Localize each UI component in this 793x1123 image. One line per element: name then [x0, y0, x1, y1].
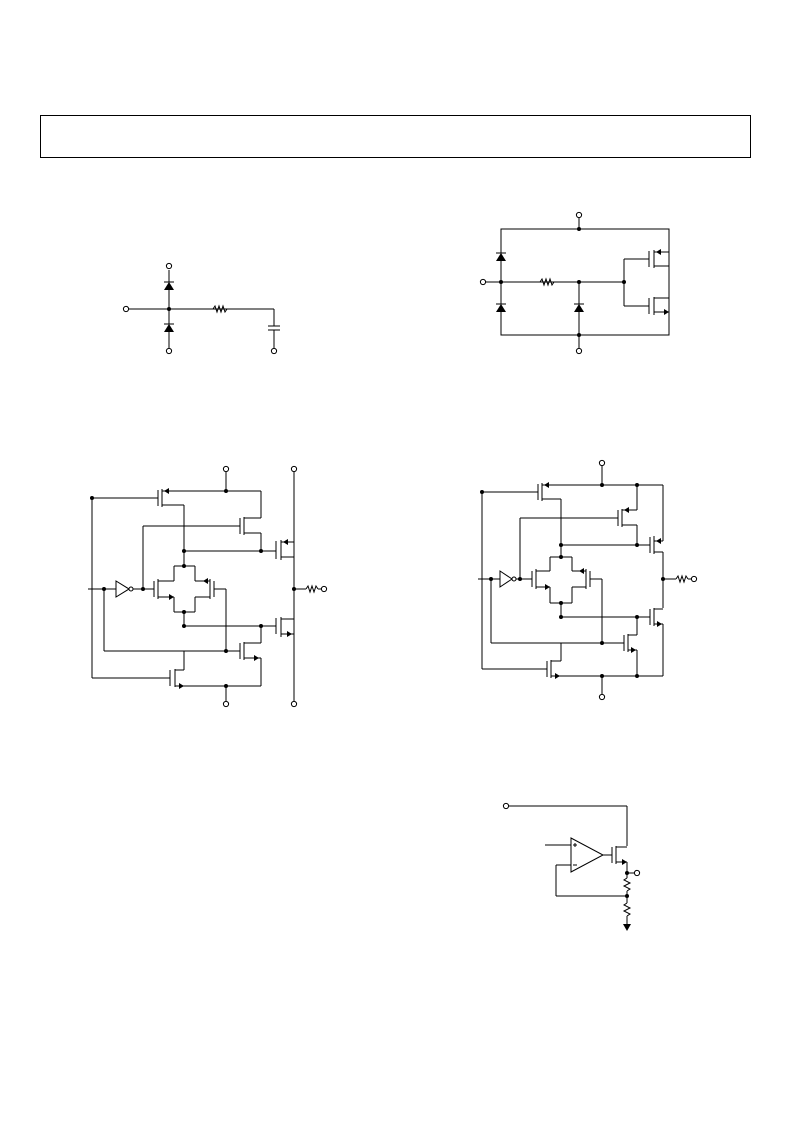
- output-protection-circuit: [480, 212, 669, 353]
- input-protection-circuit: [123, 263, 280, 353]
- buffer-circuit: [503, 803, 639, 931]
- output-stage-circuit-a: [88, 466, 327, 706]
- header-box: [40, 115, 751, 158]
- output-stage-circuit-b: [478, 460, 697, 699]
